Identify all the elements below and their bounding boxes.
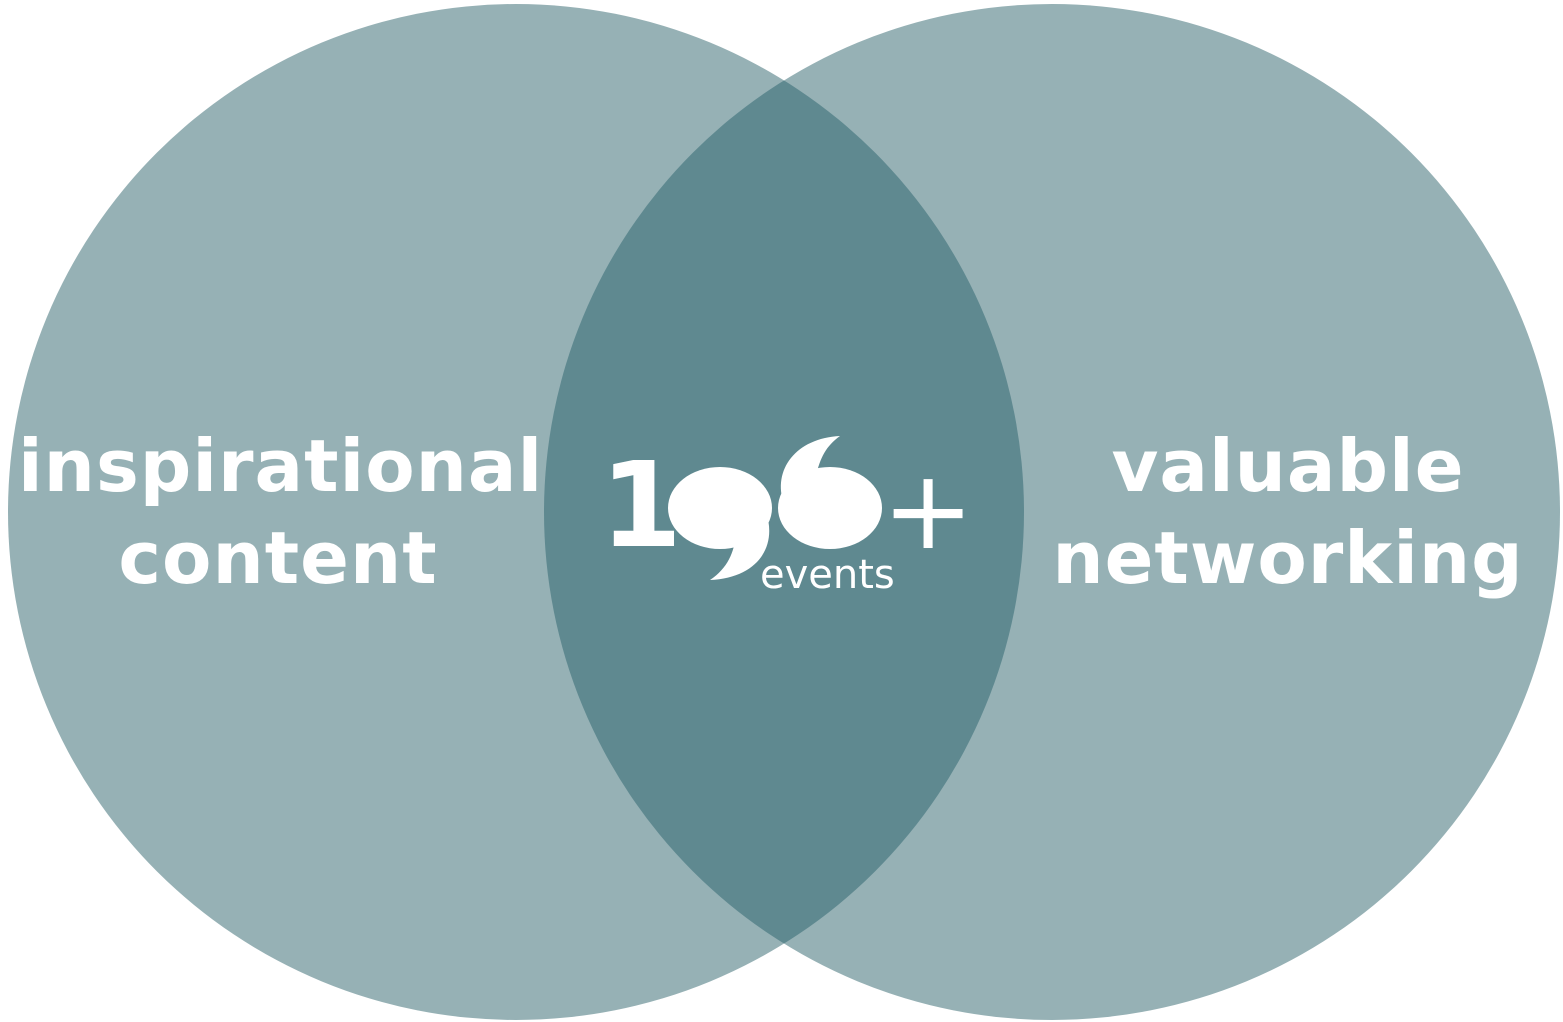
logo-six-shape [778,436,882,549]
left-circle-label: inspirational content [18,420,544,604]
right-circle-label: valuable networking [1038,420,1538,604]
logo-nine-shape [668,467,772,580]
right-label-line2: networking [1052,516,1524,600]
left-label-line2: content [118,516,438,600]
logo-subtitle: events [760,552,895,598]
intersection [544,4,1024,1020]
right-label-line1: valuable [1111,424,1465,508]
center-logo: 1 + events [600,436,974,598]
left-label-line1: inspirational [18,424,544,508]
logo-plus: + [882,446,974,574]
